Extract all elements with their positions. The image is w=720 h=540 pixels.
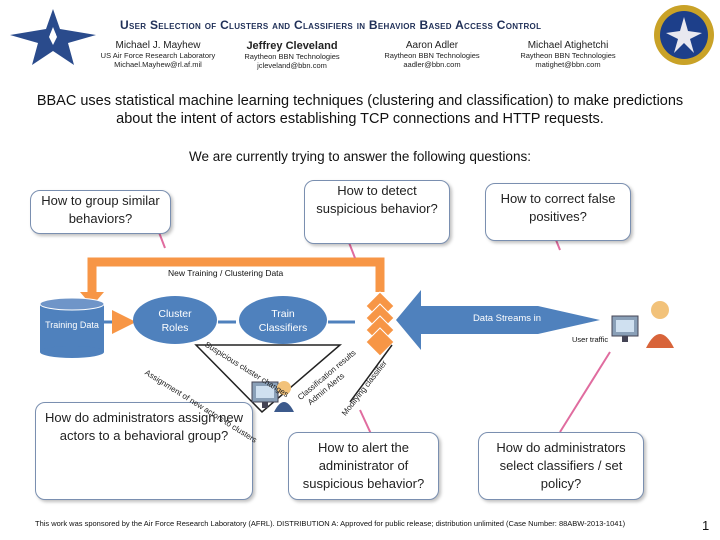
author-name: Jeffrey Cleveland xyxy=(246,40,338,52)
new-training-arrow xyxy=(87,257,385,292)
cluster-roles-shape xyxy=(133,296,217,344)
air-force-logo xyxy=(10,9,96,65)
data-stream-arrow xyxy=(396,290,600,350)
user-icon xyxy=(646,301,674,348)
train-classifiers-label: Train Classifiers xyxy=(258,308,308,334)
question-detect-box: How to detect suspicious behavior? xyxy=(304,180,450,244)
question-assign-box: How do administrators assign new actors … xyxy=(35,402,253,500)
afrl-seal-logo xyxy=(654,5,714,65)
admin-icon xyxy=(274,381,294,412)
author-email: matighet@bbn.com xyxy=(535,60,601,69)
training-data-label: Training Data xyxy=(45,320,99,330)
pointer-arrow xyxy=(559,351,611,433)
author-name: Aaron Adler xyxy=(405,40,459,51)
classifier-stack xyxy=(365,291,395,357)
author-email: Michael.Mayhew@rl.af.mil xyxy=(114,60,202,69)
author-name: Michael Atighetchi xyxy=(527,40,609,51)
author-affiliation: US Air Force Research Laboratory xyxy=(100,51,216,60)
page-number: 1 xyxy=(702,518,710,533)
author-affiliation: Raytheon BBN Technologies xyxy=(520,51,616,60)
pointer-arrow xyxy=(359,409,373,437)
user-traffic-label: User traffic xyxy=(572,335,609,344)
author-1: Michael J. Mayhew US Air Force Research … xyxy=(88,40,228,69)
question-group-box: How to group similar behaviors? xyxy=(30,190,171,234)
author-2: Jeffrey Cleveland Raytheon BBN Technolog… xyxy=(222,40,362,70)
cluster-roles-label: Cluster Roles xyxy=(158,308,192,334)
author-email: aadler@bbn.com xyxy=(403,60,461,69)
author-affiliation: Raytheon BBN Technologies xyxy=(384,51,480,60)
author-3: Aaron Adler Raytheon BBN Technologies aa… xyxy=(362,40,502,69)
question-select-box: How do administrators select classifiers… xyxy=(478,432,644,500)
author-name: Michael J. Mayhew xyxy=(115,40,201,51)
train-classifiers-shape xyxy=(239,296,327,344)
question-alert-box: How to alert the administrator of suspic… xyxy=(288,432,439,500)
intro-text: BBAC uses statistical machine learning t… xyxy=(36,93,684,127)
author-4: Michael Atighetchi Raytheon BBN Technolo… xyxy=(498,40,638,69)
modify-arrow xyxy=(349,344,393,403)
footer-note: This work was sponsored by the Air Force… xyxy=(35,519,626,528)
monitor-icon xyxy=(251,381,279,408)
training-data-cylinder xyxy=(39,297,105,358)
author-email: jcleveland@bbn.com xyxy=(257,61,327,70)
author-affiliation: Raytheon BBN Technologies xyxy=(244,52,340,61)
data-streams-label: Data Streams in xyxy=(472,313,542,324)
monitor-icon xyxy=(611,315,639,342)
poster-title: User Selection of Clusters and Classifie… xyxy=(120,18,542,32)
new-training-label: New Training / Clustering Data xyxy=(168,268,284,278)
admin-feedback-triangle xyxy=(194,344,343,414)
question-false-positive-box: How to correct false positives? xyxy=(485,183,631,241)
questions-intro: We are currently trying to answer the fo… xyxy=(189,149,531,164)
